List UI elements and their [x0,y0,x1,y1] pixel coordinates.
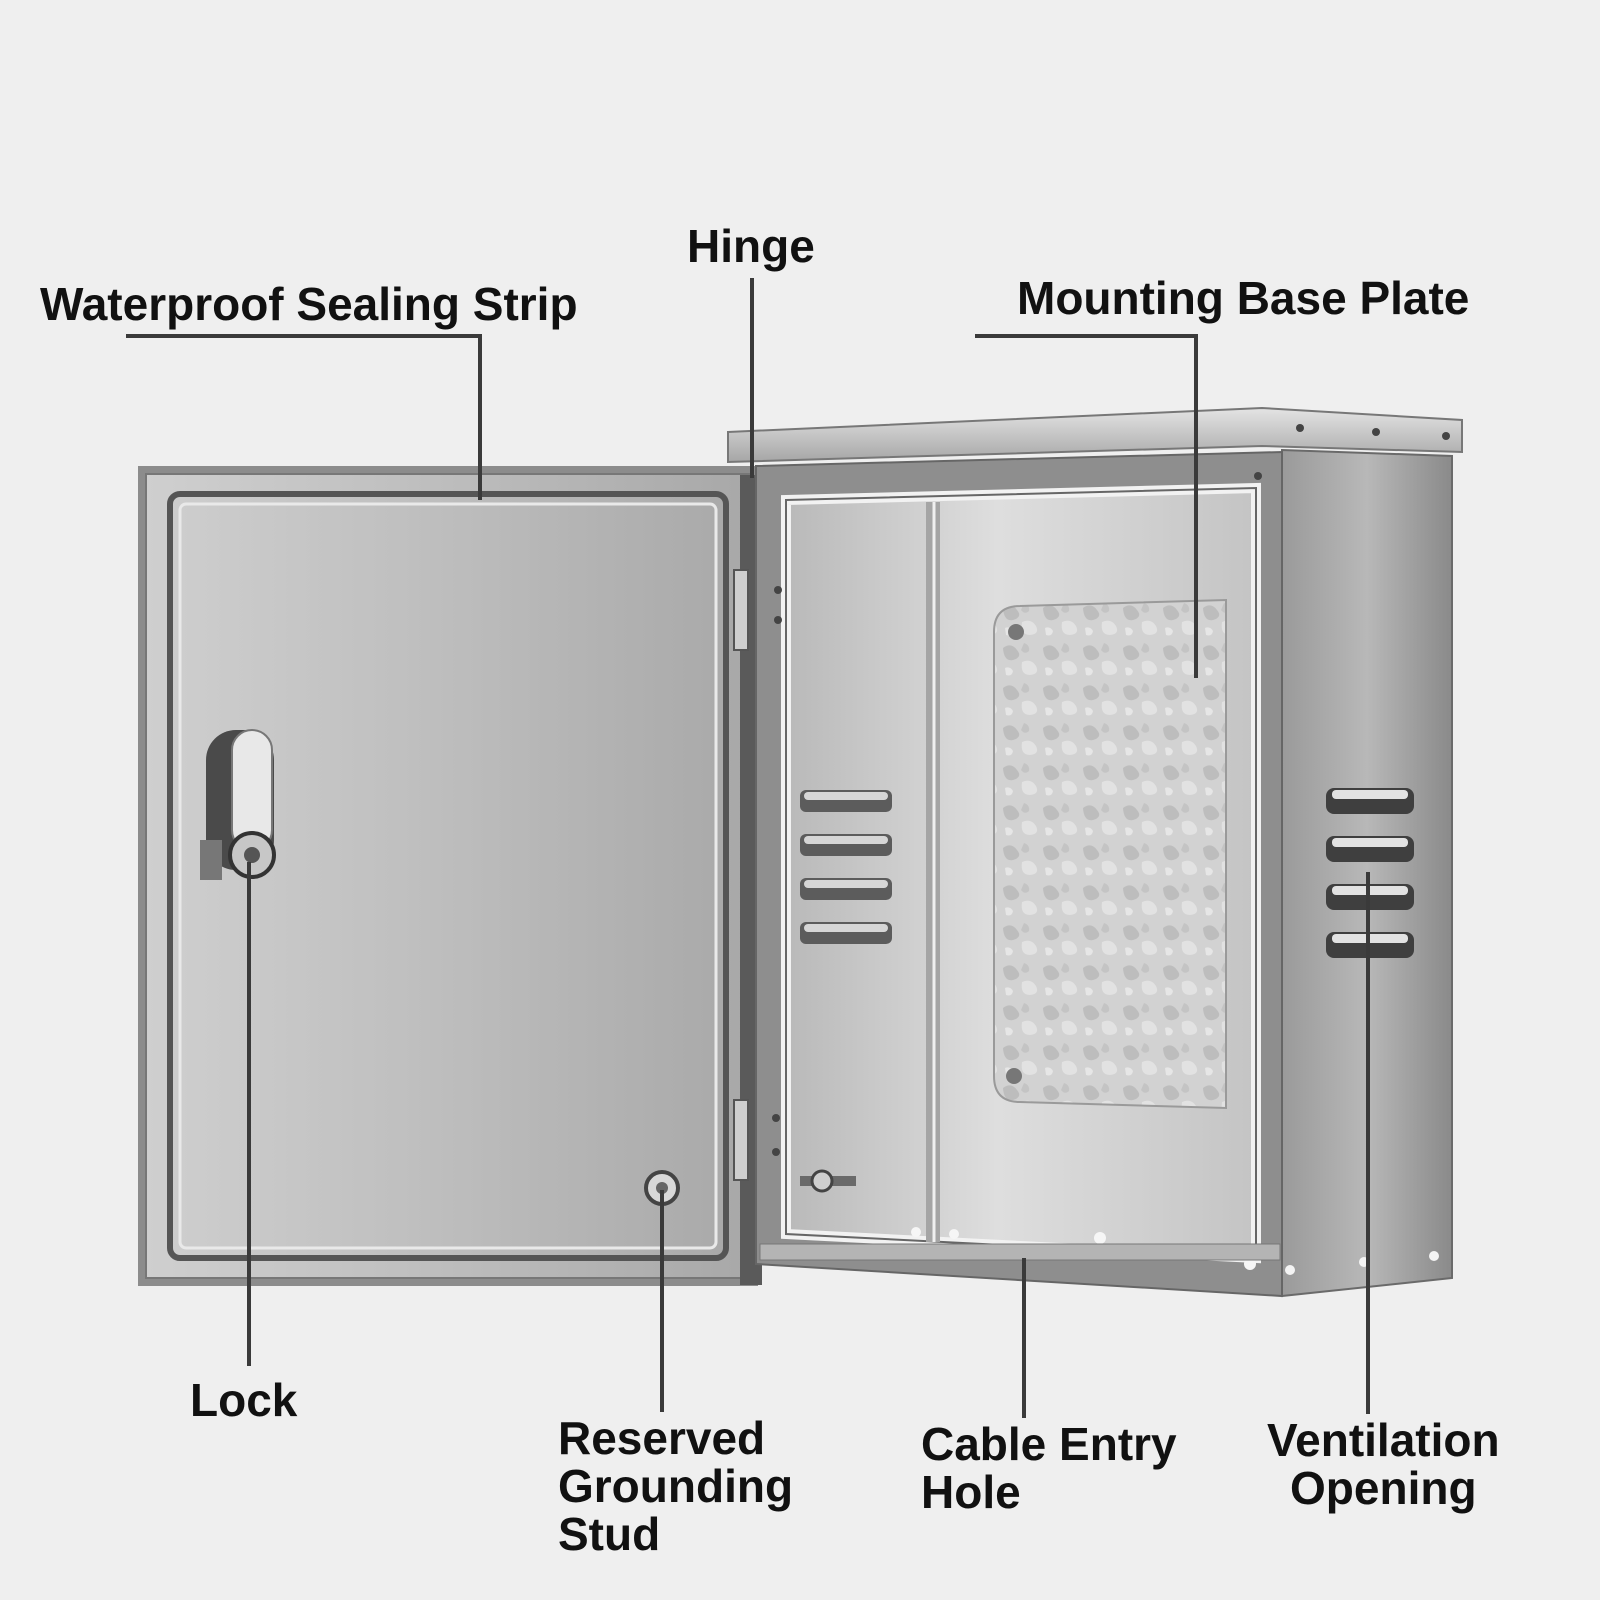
leader-mounting-base-plate [975,334,1198,678]
label-cable-entry-hole: Cable Entry Hole [921,1418,1177,1518]
lock-shape [200,729,276,880]
label-waterproof-sealing-strip: Waterproof Sealing Strip [40,278,578,330]
cabinet-body [727,406,1463,1298]
bottom-flange [759,1243,1281,1261]
label-lock: Lock [190,1374,298,1426]
leader-waterproof-sealing-strip [126,334,482,500]
mounting-base-plate-shape [993,598,1227,1110]
inner-louvers [800,790,892,944]
label-ventilation-opening: Ventilation Opening [1267,1414,1500,1514]
label-hinge: Hinge [687,220,815,272]
label-mounting-base-plate: Mounting Base Plate [1017,272,1470,324]
label-reserved-grounding-stud: Reserved Grounding Stud [558,1412,794,1560]
waterproof-sealing-strip-shape [167,491,729,1261]
frame-screws [772,424,1450,1275]
cable-entry-holes [911,1227,1256,1270]
rain-roof [727,406,1463,464]
inner-grounding-stud [800,1169,856,1193]
door [138,466,758,1286]
